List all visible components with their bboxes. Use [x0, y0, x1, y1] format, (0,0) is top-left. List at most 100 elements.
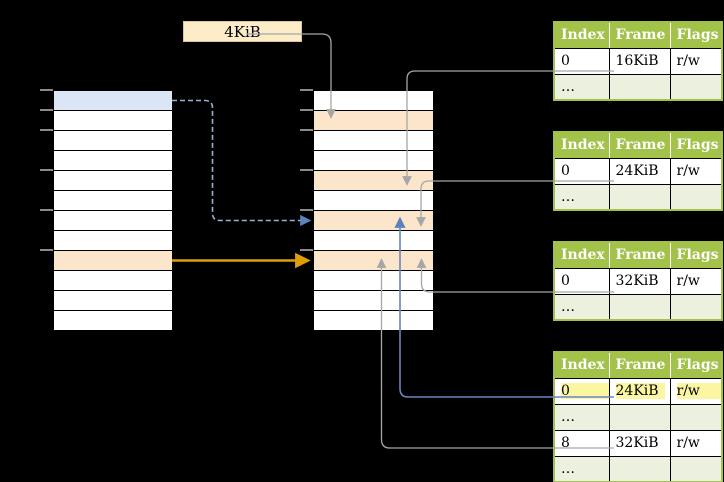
physical-frame-row-1 — [314, 111, 433, 131]
table-cell: r/w — [669, 267, 723, 295]
table-cell — [608, 293, 671, 321]
frame-table-24kib-header-frame: Frame — [609, 132, 671, 159]
table-cell: 32KiB — [608, 429, 671, 457]
address-tick — [40, 89, 53, 91]
highlighted-value: r/w — [676, 383, 721, 399]
table-cell: r/w — [669, 157, 723, 185]
highlighted-value: 0 — [561, 383, 608, 399]
table-cell: 0 — [553, 157, 610, 185]
table-cell — [669, 403, 723, 431]
table-cell: 32KiB — [608, 267, 671, 295]
table-cell: 0 — [553, 47, 610, 75]
table-cell: 0 — [553, 377, 610, 405]
frame-table-32kib-header-frame: Frame — [609, 242, 671, 269]
table-cell: 24KiB — [608, 377, 671, 405]
physical-frame-row-5 — [314, 191, 433, 211]
table-cell — [608, 73, 671, 101]
table-cell: r/w — [669, 377, 723, 405]
frame-table-level2-row-3: … — [553, 455, 723, 482]
frame-table-32kib-row-1: … — [553, 293, 723, 321]
table-cell — [669, 73, 723, 101]
table-cell: 16KiB — [608, 47, 671, 75]
table-cell — [608, 403, 671, 431]
table-cell — [669, 293, 723, 321]
virtual-page-row-3 — [54, 151, 172, 171]
address-tick — [300, 169, 313, 171]
table-cell — [608, 183, 671, 211]
frame-table-16kib-header-flags: Flags — [670, 22, 722, 49]
virtual-memory-column — [53, 90, 173, 331]
virtual-page-row-7 — [54, 231, 172, 251]
virtual-page-row-9 — [54, 271, 172, 291]
virtual-page-row-2 — [54, 131, 172, 151]
address-tick — [300, 109, 313, 111]
frame-table-32kib-header-index: Index — [554, 242, 610, 269]
virtual-page-row-5 — [54, 191, 172, 211]
frame-table-level2-header-index: Index — [554, 352, 610, 379]
frame-table-level2-row-0: 0 24KiB r/w — [553, 377, 723, 405]
virtual-page-row-11 — [54, 311, 172, 331]
frame-table-24kib-header-index: Index — [554, 132, 610, 159]
physical-frame-row-11 — [314, 311, 433, 331]
address-tick — [40, 209, 53, 211]
table-cell: r/w — [669, 429, 723, 457]
virtual-page-row-4 — [54, 171, 172, 191]
table-cell: … — [553, 293, 610, 321]
frame-table-32kib-header-flags: Flags — [670, 242, 722, 269]
physical-frame-row-2 — [314, 131, 433, 151]
page-size-label-box: 4KiB — [183, 21, 302, 42]
frame-table-16kib-row-1: … — [553, 73, 723, 101]
table-cell: … — [553, 403, 610, 431]
address-tick — [40, 249, 53, 251]
physical-frame-row-0 — [314, 91, 433, 111]
virtual-page-row-1 — [54, 111, 172, 131]
physical-frame-row-3 — [314, 151, 433, 171]
table-cell: … — [553, 73, 610, 101]
connector-virtual-page0-dashed-arrow — [172, 99, 312, 227]
frame-table-level2-header-frame: Frame — [609, 352, 671, 379]
frame-table-level2-header-flags: Flags — [670, 352, 722, 379]
frame-table-16kib-header-index: Index — [554, 22, 610, 49]
physical-frame-row-4 — [314, 171, 433, 191]
table-cell: 8 — [553, 429, 610, 457]
physical-frame-row-9 — [314, 271, 433, 291]
table-cell: 0 — [553, 267, 610, 295]
physical-frame-row-7 — [314, 231, 433, 251]
address-tick — [300, 249, 313, 251]
physical-frame-row-6 — [314, 211, 433, 231]
address-tick — [40, 129, 53, 131]
frame-table-16kib-header-frame: Frame — [609, 22, 671, 49]
virtual-page-row-8 — [54, 251, 172, 271]
table-cell: 24KiB — [608, 157, 671, 185]
address-tick — [40, 109, 53, 111]
highlighted-value: 24KiB — [615, 383, 665, 399]
table-cell: r/w — [669, 47, 723, 75]
physical-frame-row-10 — [314, 291, 433, 311]
address-tick — [300, 89, 313, 91]
table-cell — [669, 183, 723, 211]
page-size-label: 4KiB — [224, 22, 261, 41]
physical-memory-column — [313, 90, 434, 331]
physical-frame-row-8 — [314, 251, 433, 271]
table-cell: … — [553, 455, 610, 482]
virtual-page-row-0 — [54, 91, 172, 111]
table-cell — [669, 455, 723, 482]
address-tick — [300, 129, 313, 131]
frame-table-24kib-header-flags: Flags — [670, 132, 722, 159]
address-tick — [300, 209, 313, 211]
table-cell — [608, 455, 671, 482]
table-cell: … — [553, 183, 610, 211]
address-tick — [40, 169, 53, 171]
frame-table-level2-row-1: … — [553, 403, 723, 431]
virtual-page-row-6 — [54, 211, 172, 231]
virtual-page-row-10 — [54, 291, 172, 311]
